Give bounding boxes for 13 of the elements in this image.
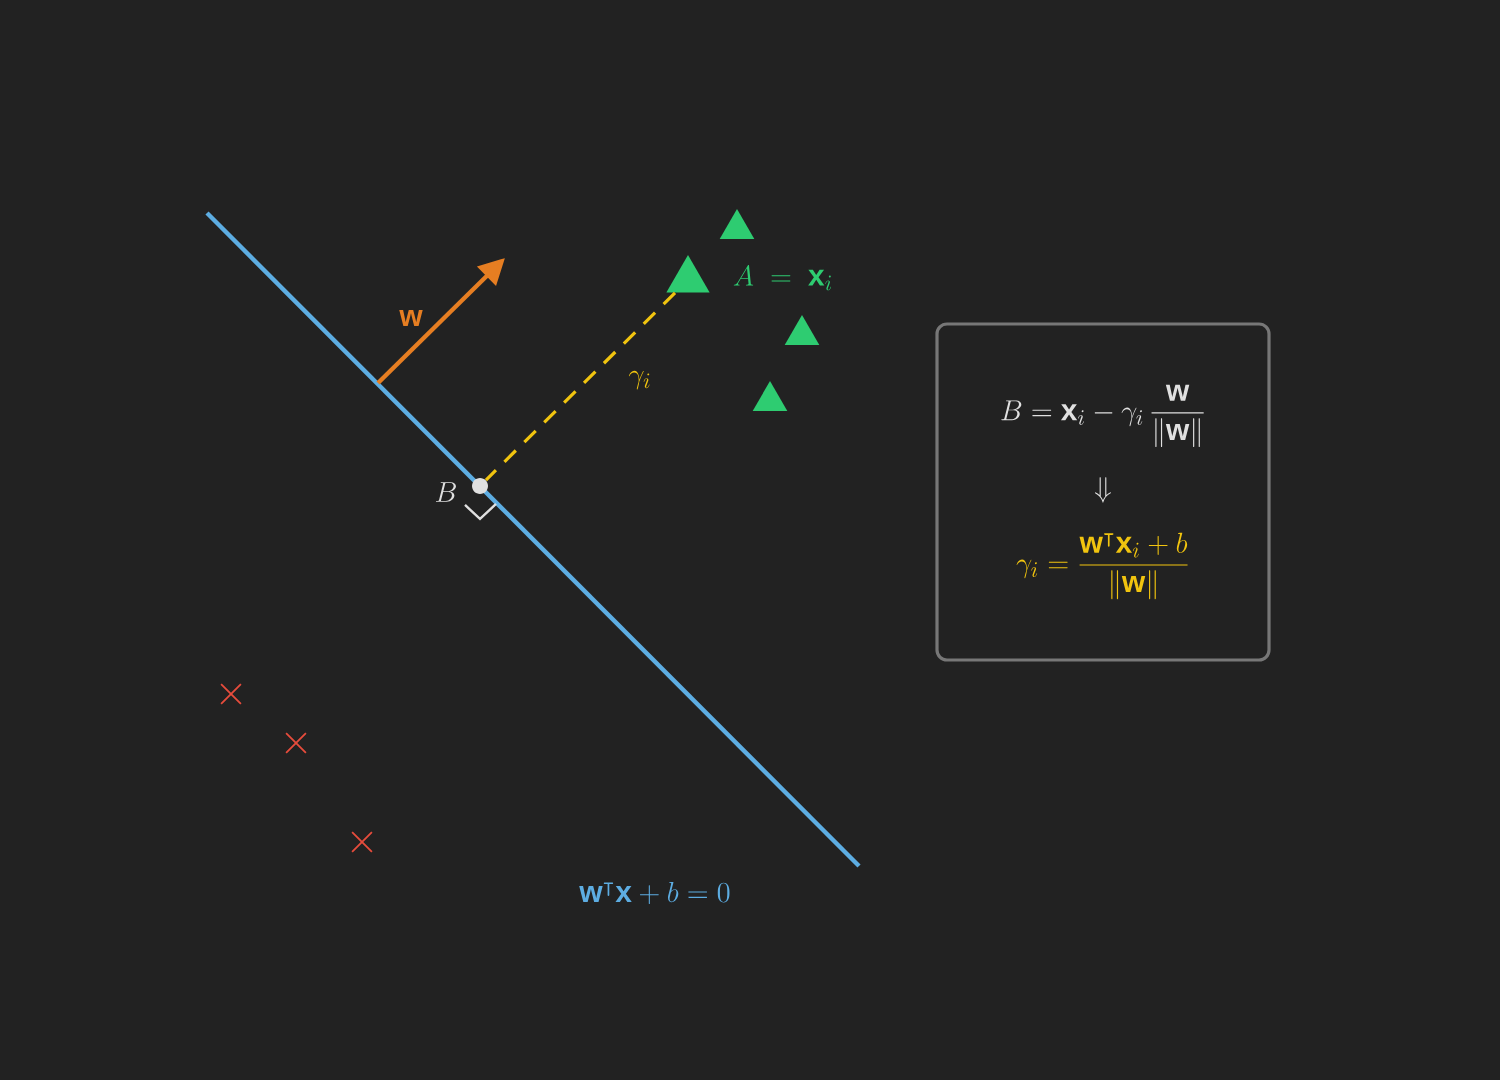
data-point-cross [351, 831, 373, 853]
point-label: $B$ [435, 482, 456, 502]
edge-label: $\gamma_i$ [628, 370, 650, 390]
data-point-triangle [752, 381, 788, 411]
equation-label: $\mathbf{w}^{\intercal}\mathbf{x} + b = 0$ [579, 881, 730, 905]
data-point-triangle [719, 209, 755, 239]
data-point-cross [285, 732, 307, 754]
point-label: $A \;=\; \mathbf{x}_i$ [733, 265, 832, 291]
connector-line [484, 291, 677, 482]
data-point-triangle [784, 315, 820, 345]
vector-label: $\mathbf{w}$ [399, 310, 423, 326]
data-point-cross [220, 683, 242, 705]
formula-box: $B = \mathbf{x}_i - \gamma_i \, \frac{\mathbf{w}}{\|\mathbf{w}\|}$ $\Downarrow$ $\gamma_i = \frac{\mathbf{w}^{\intercal}\mathbf{x}_i + b}{\|\mathbf{w}\|}$ [935, 322, 1271, 662]
